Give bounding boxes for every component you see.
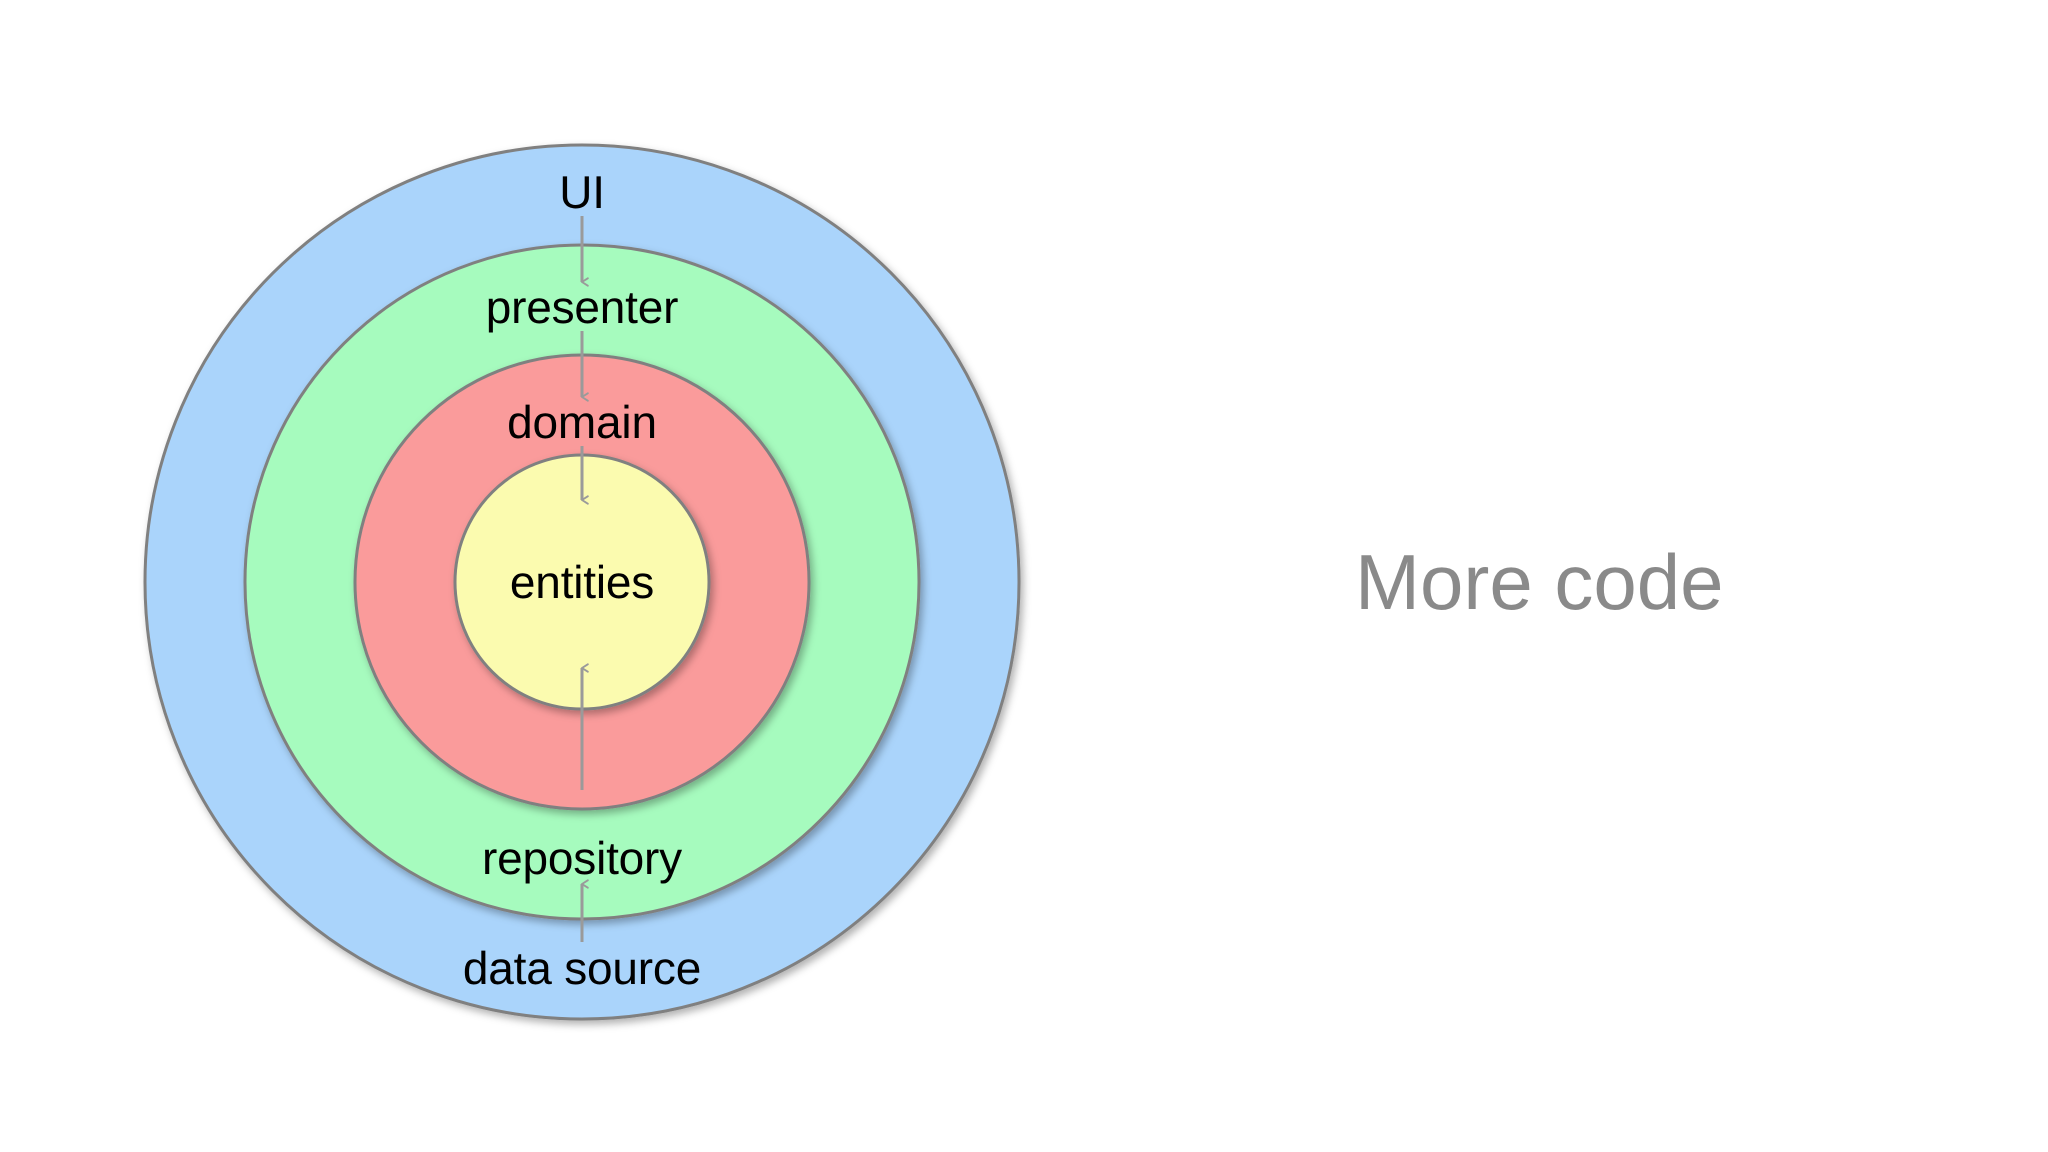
ring-label-data-source: data source: [462, 942, 702, 994]
architecture-diagram: UI presenter domain entities repository …: [143, 143, 1021, 1021]
ring-label-repository: repository: [482, 832, 682, 884]
more-code-caption: More code: [1355, 538, 1724, 626]
ring-label-domain: domain: [507, 396, 657, 448]
ring-label-presenter: presenter: [485, 281, 679, 333]
ring-label-ui: UI: [559, 166, 605, 218]
concentric-rings-svg: [143, 143, 1021, 1021]
ring-label-entities: entities: [509, 556, 655, 608]
